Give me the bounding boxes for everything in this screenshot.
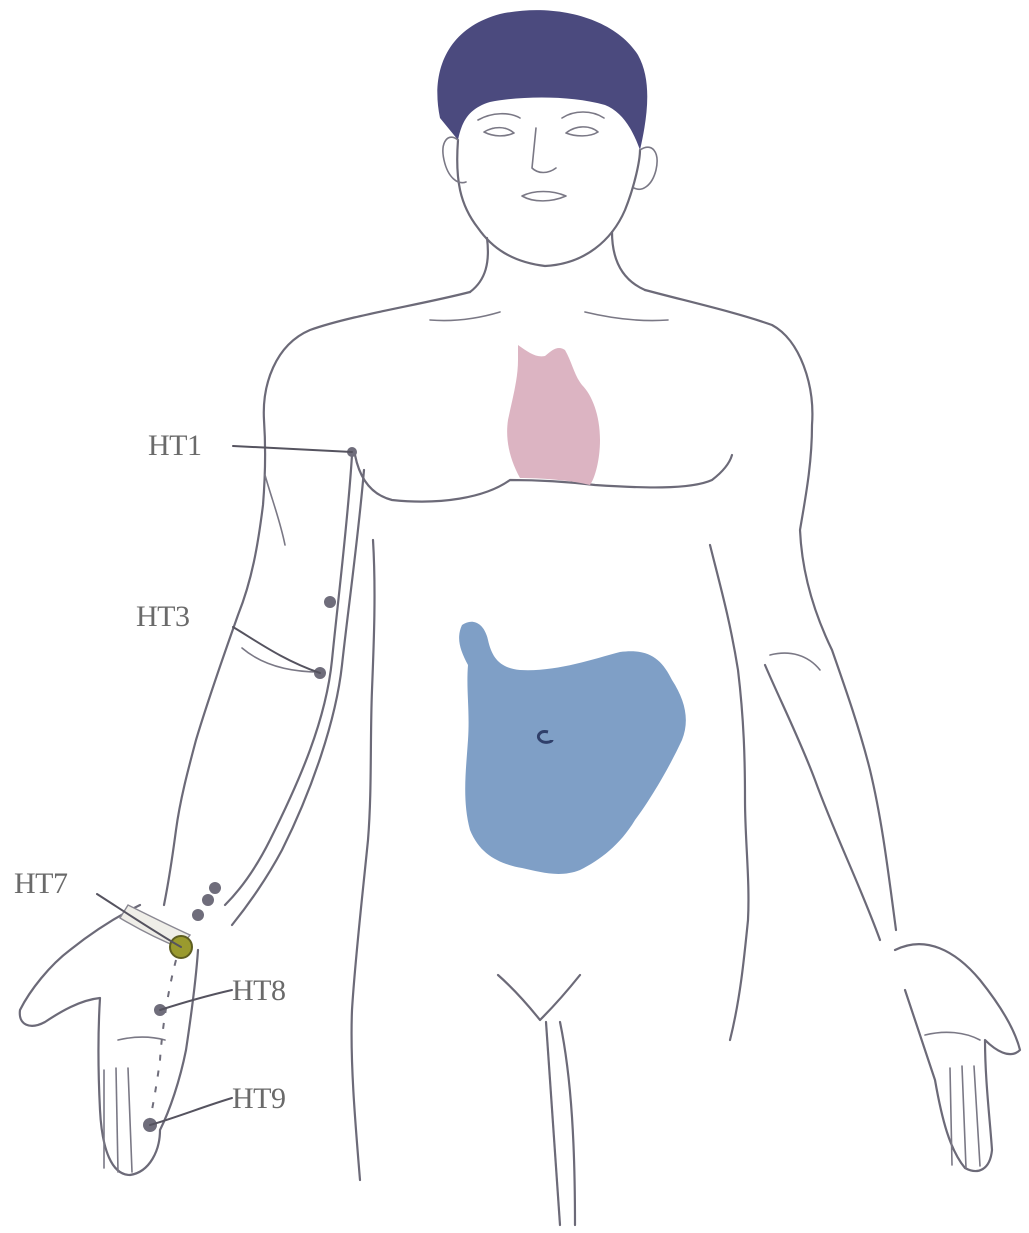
left-eyebrow — [478, 114, 520, 120]
left-palm-crease — [118, 1037, 165, 1040]
collarbone-left — [430, 312, 500, 321]
torso-left-side — [352, 540, 375, 1180]
body-outline-left — [164, 292, 470, 905]
point-ht5 — [202, 894, 214, 906]
leader-ht9 — [150, 1098, 232, 1125]
right-elbow-mark — [770, 653, 820, 670]
label-ht7: HT7 — [14, 867, 68, 900]
left-upper-arm — [265, 475, 285, 545]
left-finger-2 — [116, 1068, 118, 1172]
leader-ht7 — [97, 894, 181, 947]
right-arm-inner — [765, 665, 880, 940]
groin — [498, 975, 580, 1020]
left-finger-3 — [128, 1068, 132, 1172]
left-eye — [484, 128, 514, 136]
point-ht2 — [324, 596, 336, 608]
right-finger-1 — [950, 1068, 952, 1165]
label-ht3: HT3 — [136, 600, 190, 633]
right-hand — [895, 944, 1020, 1171]
heart-organ-shape — [507, 345, 600, 485]
point-ht4 — [209, 882, 221, 894]
label-ht1: HT1 — [148, 429, 202, 462]
right-palm-crease — [925, 1032, 980, 1040]
mouth — [522, 192, 566, 201]
right-finger-2 — [962, 1066, 966, 1168]
hair — [437, 10, 647, 150]
label-ht9: HT9 — [232, 1082, 286, 1115]
right-finger-3 — [974, 1066, 980, 1166]
torso-right-side — [710, 545, 748, 1040]
right-eye — [566, 127, 598, 136]
leader-ht8 — [160, 990, 232, 1010]
leader-ht1 — [233, 446, 352, 452]
nose — [532, 128, 556, 173]
collarbone-right — [585, 312, 668, 321]
small-intestine-organ-shape — [459, 622, 686, 874]
neck-left — [470, 238, 488, 292]
body-outline-right — [645, 290, 896, 930]
left-ear — [443, 137, 466, 182]
point-ht6 — [192, 909, 204, 921]
neck-right — [612, 232, 645, 290]
label-ht8: HT8 — [232, 974, 286, 1007]
leg-left-inner — [546, 1022, 560, 1225]
right-eyebrow — [562, 112, 604, 118]
leg-right-inner — [560, 1022, 575, 1225]
